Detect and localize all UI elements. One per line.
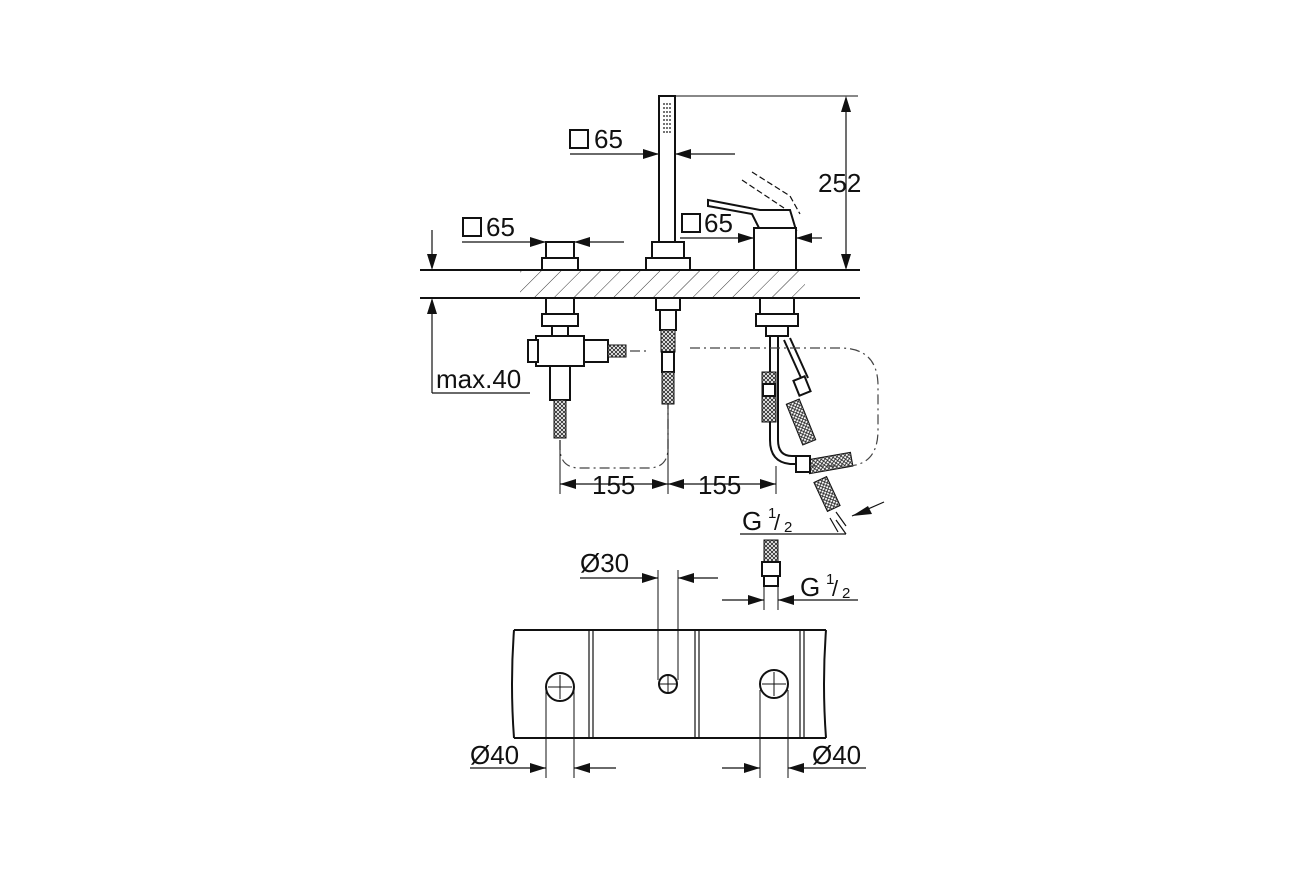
square-outline-icon — [681, 213, 701, 233]
deck-plan — [470, 570, 866, 778]
right-mixer — [707, 171, 854, 533]
label-height-total: 252 — [818, 168, 861, 198]
hand-shower — [645, 95, 691, 405]
svg-text:2: 2 — [784, 519, 792, 536]
label-hole-right: Ø40 — [812, 740, 861, 770]
square-outline-icon — [462, 217, 482, 237]
label-hole-left: Ø40 — [470, 740, 519, 770]
label-thread-lower: G 1 / 2 — [800, 571, 850, 602]
hose-end-detail — [722, 539, 858, 610]
label-max-depth: max.40 — [436, 364, 521, 394]
countertop-section — [420, 269, 860, 299]
svg-text:1: 1 — [826, 571, 834, 588]
label-spacing-right: 155 — [698, 470, 741, 500]
dimension-lines — [427, 95, 885, 535]
label-square-top: 65 — [594, 124, 623, 154]
label-thread-upper: G 1 / 2 — [742, 505, 792, 536]
svg-text:/: / — [774, 510, 781, 535]
center-lines — [559, 347, 879, 469]
label-hole-center: Ø30 — [580, 548, 629, 578]
svg-text:G: G — [800, 572, 820, 602]
square-outline-icon — [569, 129, 589, 149]
svg-text:G: G — [742, 506, 762, 536]
svg-text:1: 1 — [768, 505, 776, 522]
label-square-left: 65 — [486, 212, 515, 242]
label-square-mid: 65 — [704, 208, 733, 238]
label-spacing-left: 155 — [592, 470, 635, 500]
svg-text:/: / — [832, 576, 839, 601]
left-valve — [527, 241, 650, 439]
svg-text:2: 2 — [842, 585, 850, 602]
